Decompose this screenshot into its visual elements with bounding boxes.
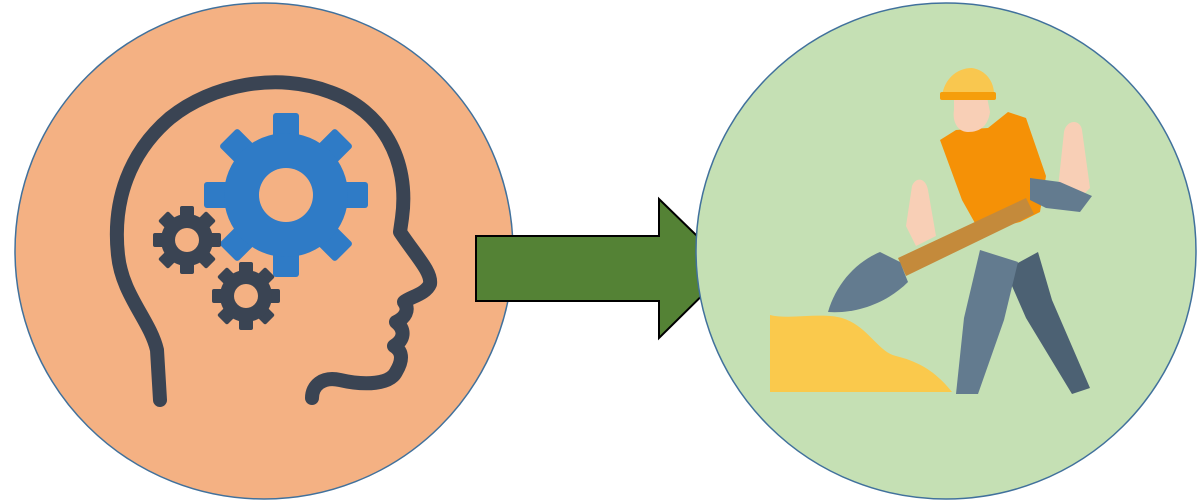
- worker-front-leg: [956, 250, 1018, 394]
- helmet-brim: [940, 92, 996, 100]
- large-gear-icon: [204, 113, 368, 277]
- right-node: [695, 2, 1197, 500]
- worker-front-forearm: [906, 179, 936, 246]
- connector: [475, 196, 732, 341]
- worker-back-arm: [1058, 121, 1090, 202]
- head-outline: [109, 75, 438, 407]
- worker-back-sleeve: [1030, 178, 1092, 212]
- dirt-pile: [770, 315, 952, 392]
- left-node: [14, 2, 514, 500]
- helmet-icon: [942, 68, 994, 96]
- worker-back-leg: [1005, 252, 1090, 394]
- small-gear-icon: [153, 206, 221, 274]
- shovel-blade: [828, 252, 908, 313]
- shovel-handle: [898, 198, 1034, 276]
- head-with-gears-icon: [109, 75, 438, 407]
- worker-head: [953, 92, 990, 132]
- worker-digging-with-shovel-icon: [770, 68, 1092, 394]
- right-arrow-icon: [475, 196, 732, 341]
- small-gear-icon: [212, 262, 280, 330]
